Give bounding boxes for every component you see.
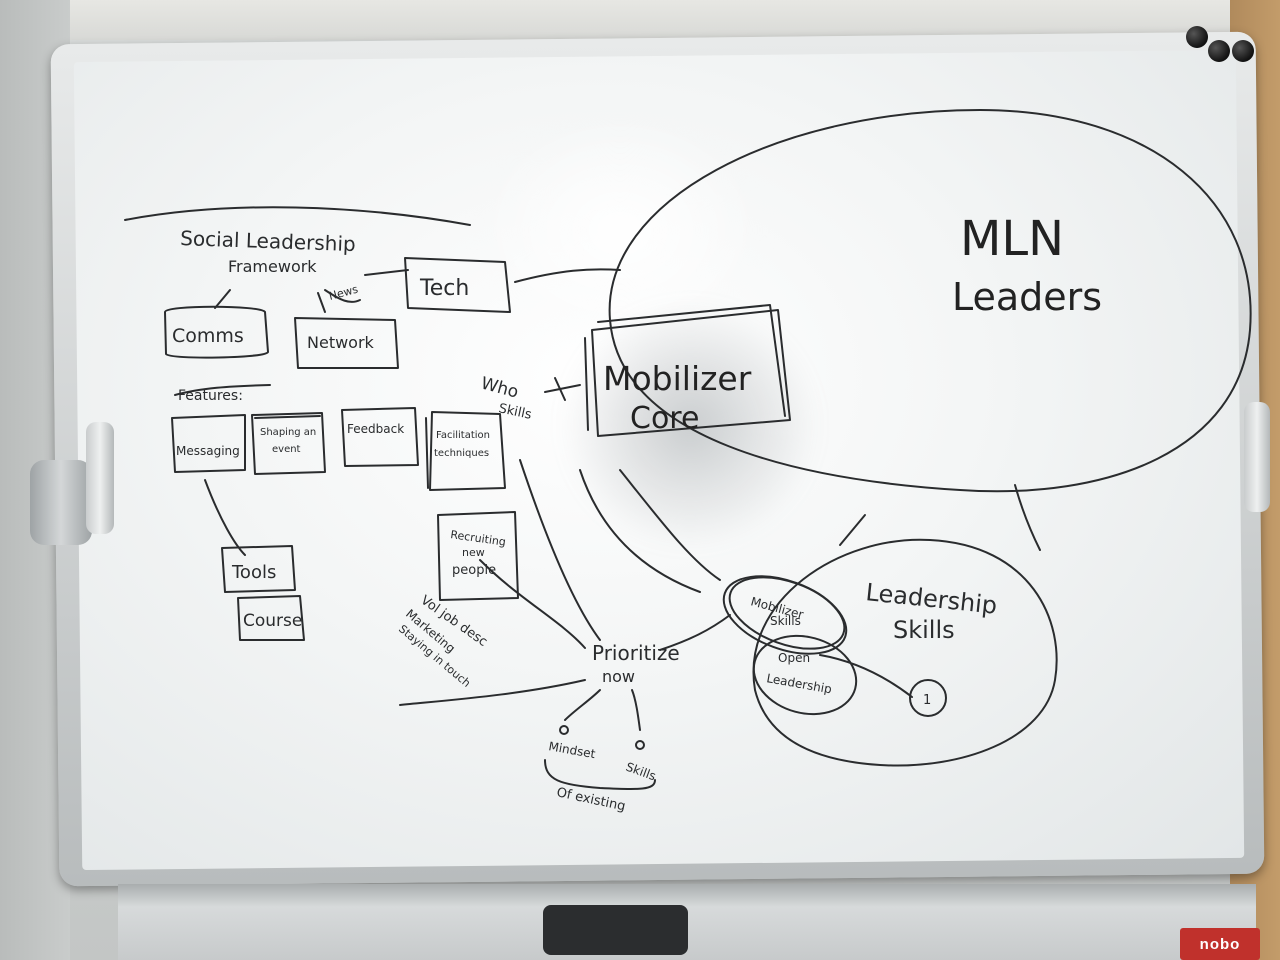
- shadow: [560, 300, 820, 550]
- mobilizer-core-label-2: Core: [630, 401, 699, 436]
- tech-label: Tech: [419, 276, 469, 301]
- magnet-icon: [1208, 40, 1230, 62]
- network-box: [294, 317, 399, 369]
- shaping-label-2: event: [272, 444, 301, 455]
- frame-clip-right: [1244, 402, 1270, 512]
- facilitation-label-2: techniques: [434, 448, 489, 459]
- messaging-box: [171, 414, 246, 473]
- open-leadership-label-1: Open: [778, 651, 810, 665]
- facilitation-box: [429, 411, 506, 491]
- framework-title-line1: Social Leadership: [180, 226, 356, 256]
- skills-bullet-label: Skills: [624, 760, 658, 784]
- magnet-icon: [1186, 26, 1208, 48]
- tray-slot: [543, 905, 688, 955]
- circle-number: 1: [923, 693, 931, 708]
- mobilizer-skills-label-2: Skills: [770, 614, 801, 628]
- mobilizer-core-box: [591, 309, 791, 437]
- prioritize-label-2: now: [602, 667, 635, 686]
- shaping-label-1: Shaping an: [260, 427, 316, 438]
- magnet-icon: [1232, 40, 1254, 62]
- course-box: [237, 595, 305, 641]
- recruiting-box: [437, 511, 519, 601]
- tools-label: Tools: [231, 562, 276, 583]
- course-label: Course: [243, 611, 302, 631]
- open-leadership-oval: [752, 634, 858, 716]
- numbered-circle: [909, 679, 947, 717]
- shaping-box: [251, 412, 326, 475]
- leadership-skills-label-1: Leadership: [864, 578, 998, 620]
- tools-box: [221, 545, 296, 593]
- mln-label: MLN: [960, 211, 1064, 267]
- recruiting-label-2: new: [462, 546, 485, 559]
- recruiting-label-3: people: [452, 563, 496, 578]
- network-label: Network: [307, 333, 375, 352]
- messaging-label: Messaging: [176, 444, 240, 458]
- comms-label: Comms: [172, 325, 244, 347]
- who-label: Who: [479, 374, 521, 403]
- leadership-skills-circle: [752, 538, 1058, 767]
- brand-logo: nobo: [1180, 928, 1260, 960]
- feedback-box: [341, 407, 419, 467]
- framework-title-line2: Framework: [228, 257, 317, 276]
- facilitation-label-1: Facilitation: [436, 430, 490, 441]
- open-leadership-label-2: Leadership: [765, 671, 832, 696]
- mindset-label: Mindset: [547, 739, 596, 761]
- features-label: Features:: [178, 388, 243, 404]
- mobilizer-core-label-1: Mobilizer: [603, 359, 752, 398]
- tech-box: [404, 257, 511, 313]
- leaders-label: Leaders: [952, 275, 1102, 319]
- leadership-skills-label-2: Skills: [893, 616, 955, 644]
- mln-ellipse: [608, 109, 1252, 493]
- stand-bracket-left: [30, 460, 92, 545]
- feedback-label: Feedback: [347, 422, 404, 436]
- prioritize-label-1: Prioritize: [592, 641, 680, 665]
- frame-clip-left: [86, 422, 114, 534]
- skills-small-label: Skills: [497, 401, 533, 423]
- comms-box: [164, 305, 269, 359]
